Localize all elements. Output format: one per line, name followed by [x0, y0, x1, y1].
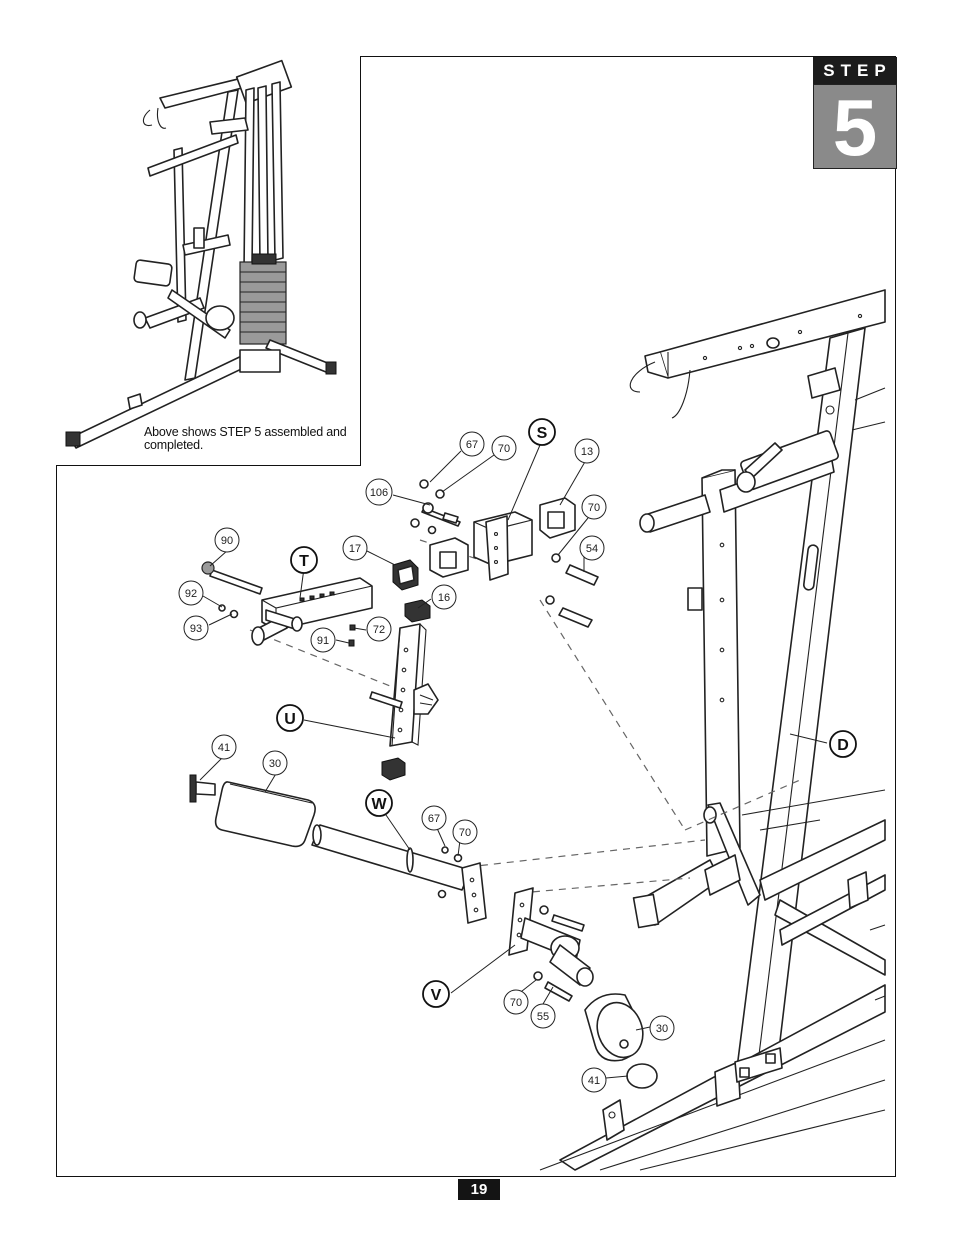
callout-67b: 67: [421, 805, 447, 831]
svg-text:70: 70: [510, 997, 522, 1009]
step-label: STEP: [813, 57, 897, 84]
callout-106: 106: [365, 478, 393, 506]
callout-54: 54: [579, 535, 605, 561]
callout-u: U: [276, 704, 304, 732]
svg-text:67: 67: [428, 813, 440, 825]
part-u-upright: [369, 623, 439, 747]
parts-17-16-caps: [381, 559, 431, 781]
callout-t: T: [290, 546, 318, 574]
assembled-view-inset: Above shows STEP 5 assembled and complet…: [56, 56, 361, 466]
callout-92: 92: [178, 580, 204, 606]
svg-text:30: 30: [269, 758, 281, 770]
step-badge: STEP 5: [813, 57, 897, 171]
svg-text:41: 41: [218, 742, 230, 754]
callout-70b: 70: [581, 494, 607, 520]
svg-text:54: 54: [586, 543, 598, 555]
callout-41b: 41: [581, 1067, 607, 1093]
svg-text:17: 17: [349, 543, 361, 555]
step-number: 5: [813, 84, 897, 171]
callout-67: 67: [459, 431, 485, 457]
svg-text:30: 30: [656, 1023, 668, 1035]
callout-72: 72: [366, 616, 392, 642]
callout-30: 30: [262, 750, 288, 776]
svg-text:13: 13: [581, 446, 593, 458]
page-number: 19: [458, 1179, 500, 1200]
callout-90: 90: [214, 527, 240, 553]
svg-text:70: 70: [498, 443, 510, 455]
inset-caption: Above shows STEP 5 assembled and complet…: [144, 425, 347, 452]
svg-text:91: 91: [317, 635, 329, 647]
svg-text:93: 93: [190, 623, 202, 635]
svg-text:55: 55: [537, 1011, 549, 1023]
svg-text:V: V: [431, 987, 442, 1004]
svg-text:70: 70: [459, 827, 471, 839]
svg-text:70: 70: [588, 502, 600, 514]
part-t-arm: [201, 561, 373, 647]
svg-text:67: 67: [466, 439, 478, 451]
callout-s: S: [528, 418, 556, 446]
callout-55: 55: [530, 1003, 556, 1029]
svg-text:U: U: [284, 711, 296, 728]
svg-text:72: 72: [373, 624, 385, 636]
callout-91: 91: [310, 627, 336, 653]
callout-93: 93: [183, 615, 209, 641]
svg-text:92: 92: [185, 588, 197, 600]
pads-and-leg-lever: [189, 774, 658, 1089]
svg-text:106: 106: [370, 487, 388, 499]
assembled-machine-illustration: [65, 59, 337, 449]
callout-17: 17: [342, 535, 368, 561]
callout-41: 41: [211, 734, 237, 760]
callout-13: 13: [574, 438, 600, 464]
callout-70d: 70: [503, 989, 529, 1015]
callout-w: W: [365, 789, 393, 817]
svg-text:T: T: [299, 553, 309, 570]
part-s-bracket: [410, 479, 599, 628]
callout-v: V: [422, 980, 450, 1008]
callout-16: 16: [431, 584, 457, 610]
callout-d: D: [829, 730, 857, 758]
svg-text:S: S: [537, 425, 548, 442]
svg-text:W: W: [371, 796, 387, 813]
svg-text:16: 16: [438, 592, 450, 604]
callout-30b: 30: [649, 1015, 675, 1041]
callout-labels: 67 70 S 13 106 70 54 17 90 T 16 92 93 72…: [178, 418, 857, 1093]
callout-70: 70: [491, 435, 517, 461]
page-frame: [56, 56, 896, 1177]
svg-text:90: 90: [221, 535, 233, 547]
leader-lines: [199, 444, 828, 1079]
svg-text:D: D: [837, 737, 849, 754]
main-frame-d: [539, 289, 886, 1171]
svg-text:41: 41: [588, 1075, 600, 1087]
callout-70c: 70: [452, 819, 478, 845]
